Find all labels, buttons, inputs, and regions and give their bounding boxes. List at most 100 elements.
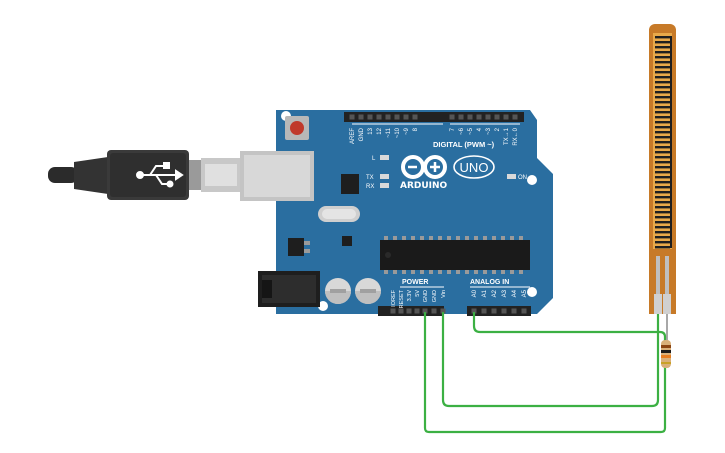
power-pin-label: RESET [399,289,405,308]
digital-pin-socket[interactable] [367,114,373,120]
mounting-hole [527,287,537,297]
power-header-label: POWER [402,279,428,286]
digital-pin-socket[interactable] [503,114,509,120]
digital-pin-label: ~5 [468,127,474,135]
digital-pin-header[interactable] [344,112,524,122]
analog-pin-socket[interactable] [471,308,477,314]
analog-pin-socket[interactable] [481,308,487,314]
wire-5v[interactable] [423,311,667,434]
svg-text:UNO: UNO [460,160,489,175]
analog-pin-label: A2 [492,289,498,297]
analog-pin-socket[interactable] [491,308,497,314]
analog-pin-socket[interactable] [521,308,527,314]
svg-text:RX: RX [366,184,374,190]
power-pin-label: GND [423,290,429,302]
analog-pin-label: A0 [472,289,478,297]
flex-sensor-pin[interactable] [654,294,662,314]
resistor-band [661,355,671,358]
smd-chip [342,236,352,246]
usb-symbol-icon [136,162,184,188]
power-pin-label: GND [432,290,438,302]
analog-pin-socket[interactable] [511,308,517,314]
resistor-band [661,350,671,353]
mounting-hole [318,301,328,311]
digital-pin-label: 8 [413,127,419,131]
power-pin-socket[interactable] [431,308,437,314]
digital-pin-socket[interactable] [512,114,518,120]
power-pin-socket[interactable] [414,308,420,314]
digital-pin-label: GND [359,127,365,141]
power-pin-socket[interactable] [422,308,428,314]
digital-pin-label: RX←0 [513,127,519,145]
digital-pin-label: ~3 [486,127,492,135]
digital-pin-socket[interactable] [376,114,382,120]
digital-pin-socket[interactable] [476,114,482,120]
power-pin-label: IOREF [391,289,397,306]
digital-pin-label: 4 [477,127,483,131]
power-pin-label: 5V [415,290,421,297]
digital-pin-socket[interactable] [385,114,391,120]
arduino-brand-text: ARDUINO [400,181,448,191]
arduino-uno-board[interactable]: L TX RX ON ARDUINO UNO [240,110,553,316]
power-pin-socket[interactable] [440,308,446,314]
dc-power-jack[interactable] [258,271,320,307]
digital-pin-label: ~9 [404,127,410,135]
analog-pin-label: A4 [512,289,518,297]
usb-cable-strain-relief [74,157,108,194]
mounting-hole [527,175,537,185]
arduino-infinity-logo-icon [401,155,447,179]
analog-pin-label: A3 [502,289,508,297]
flex-sensor[interactable] [649,24,676,343]
svg-text:L: L [372,156,376,162]
atmega-microcontroller [380,236,530,274]
power-pin-label: 3.3V [407,290,413,302]
digital-pin-socket[interactable] [403,114,409,120]
usb-plug-collar [189,160,201,190]
power-pin-socket[interactable] [406,308,412,314]
digital-header-label: DIGITAL (PWM ~) [433,140,495,149]
wire-a0[interactable] [472,311,667,345]
capacitor [325,278,351,304]
reset-button[interactable] [285,116,309,140]
capacitor [355,278,381,304]
led-l: L [372,155,389,162]
digital-pin-socket[interactable] [412,114,418,120]
digital-pin-label: ~11 [386,127,392,137]
digital-pin-socket[interactable] [485,114,491,120]
power-pin-socket[interactable] [398,308,404,314]
digital-pin-socket[interactable] [349,114,355,120]
resistor-band [661,345,671,348]
digital-pin-socket[interactable] [358,114,364,120]
resistor[interactable] [661,340,671,368]
power-pin-socket[interactable] [390,308,396,314]
analog-pin-header[interactable] [467,306,531,316]
led-tx: TX [366,174,389,181]
wires[interactable] [423,311,667,434]
power-pin-label: Vin [441,290,447,298]
flex-sensor-traces [655,36,672,249]
digital-pin-label: 13 [368,127,374,134]
digital-pin-socket[interactable] [494,114,500,120]
analog-pin-socket[interactable] [501,308,507,314]
led-rx: RX [366,183,389,190]
wire-gnd[interactable] [441,311,660,408]
uno-badge: UNO [453,155,495,179]
digital-pin-socket[interactable] [394,114,400,120]
digital-pin-socket[interactable] [449,114,455,120]
digital-pin-label: 2 [495,127,501,131]
digital-pin-label: ~10 [395,127,401,138]
flex-sensor-tail [649,252,676,314]
digital-pin-socket[interactable] [458,114,464,120]
digital-pin-label: 12 [377,127,383,134]
digital-pin-socket[interactable] [467,114,473,120]
led-on: ON [507,174,527,181]
digital-pin-label: ~6 [459,127,465,135]
flex-sensor-pin[interactable] [663,294,671,314]
usb-cable-cord [48,167,78,183]
analog-header-label: ANALOG IN [470,279,509,286]
resistor-band [661,362,671,364]
digital-pin-label: TX→1 [504,127,510,145]
usb-cable[interactable] [48,150,241,200]
